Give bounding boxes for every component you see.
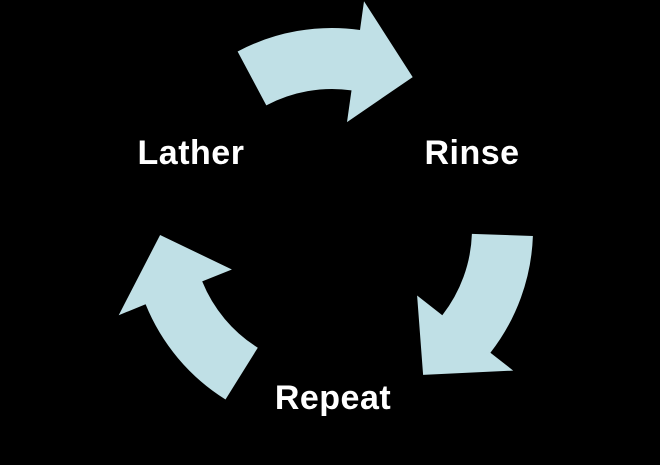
curved-arrow-lather-to-rinse-icon bbox=[237, 1, 413, 123]
cycle-node-label-repeat: Repeat bbox=[274, 379, 392, 417]
curved-arrow-rinse-to-repeat-icon bbox=[417, 233, 533, 375]
cycle-node-label-rinse: Rinse bbox=[424, 134, 520, 172]
cycle-node-label-lather: Lather bbox=[137, 134, 245, 172]
curved-arrow-repeat-to-lather-icon bbox=[118, 235, 258, 400]
